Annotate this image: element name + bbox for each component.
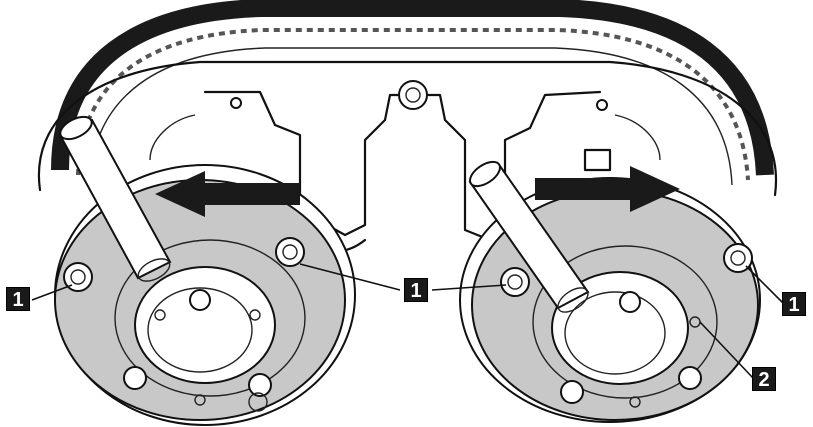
arrow-right-icon [535,166,680,212]
timing-chain [51,0,774,186]
leader-left-bolt [31,284,73,301]
arrow-left-icon [155,171,300,217]
right-hub-bolt-bl [560,380,584,404]
callout-center-bolt: 1 [404,278,428,302]
right-inner-bolt [500,267,530,297]
leader-center-to-left [299,263,401,291]
left-hub-bolt-top [189,289,211,311]
left-outer-bolt [63,262,93,292]
callout-hole: 2 [752,367,776,391]
right-hub-bolt-br [678,366,702,390]
leader-right-bolt [745,265,784,304]
leader-center-to-right [431,284,507,291]
right-locking-pin-tool [468,160,590,313]
cylinder-head-casting [37,60,778,252]
callout-right-bolt: 1 [782,292,806,316]
left-hub-bolt-bl [123,366,147,390]
callout-left-bolt: 1 [6,287,30,311]
right-outer-bolt [723,243,753,273]
left-locking-pin-tool [58,115,172,282]
leader-hole [699,321,754,379]
left-inner-bolt [275,237,305,267]
left-hub-bolt-br [248,373,272,397]
right-hub-bolt-top [619,291,641,313]
